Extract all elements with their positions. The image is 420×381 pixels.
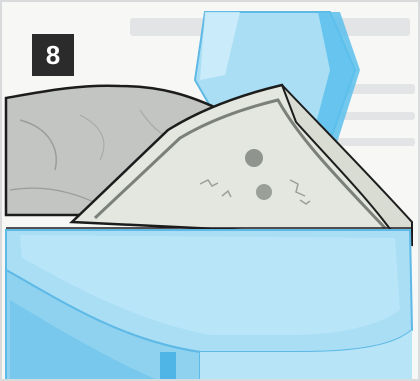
step-number-badge: 8 [32,34,74,76]
tray-base [6,230,412,381]
